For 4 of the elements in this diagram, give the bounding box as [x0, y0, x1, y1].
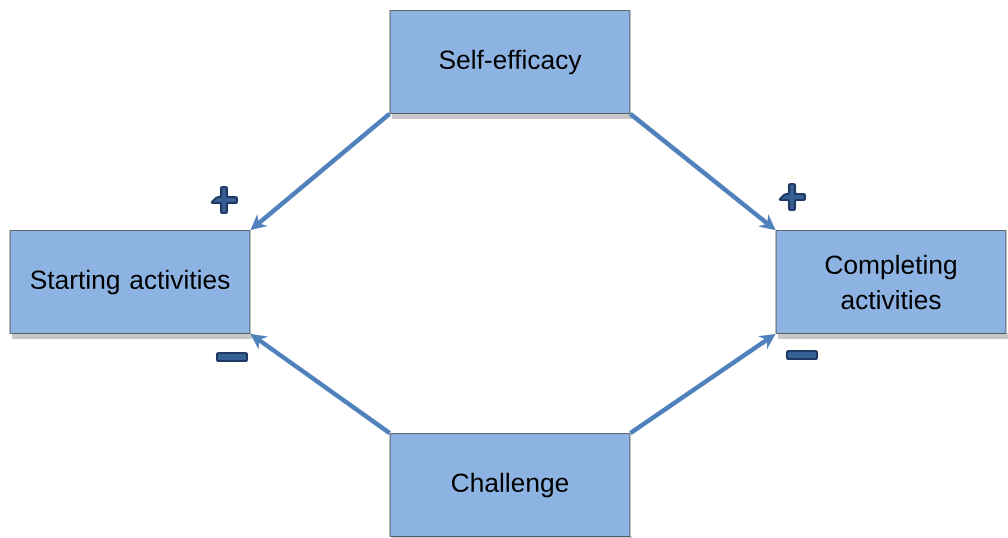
- process-box: Completing activities: [775, 230, 1008, 339]
- process-box: Self-efficacy: [389, 10, 632, 119]
- process-box: Starting activities: [9, 230, 252, 339]
- process-box: Challenge: [389, 433, 632, 538]
